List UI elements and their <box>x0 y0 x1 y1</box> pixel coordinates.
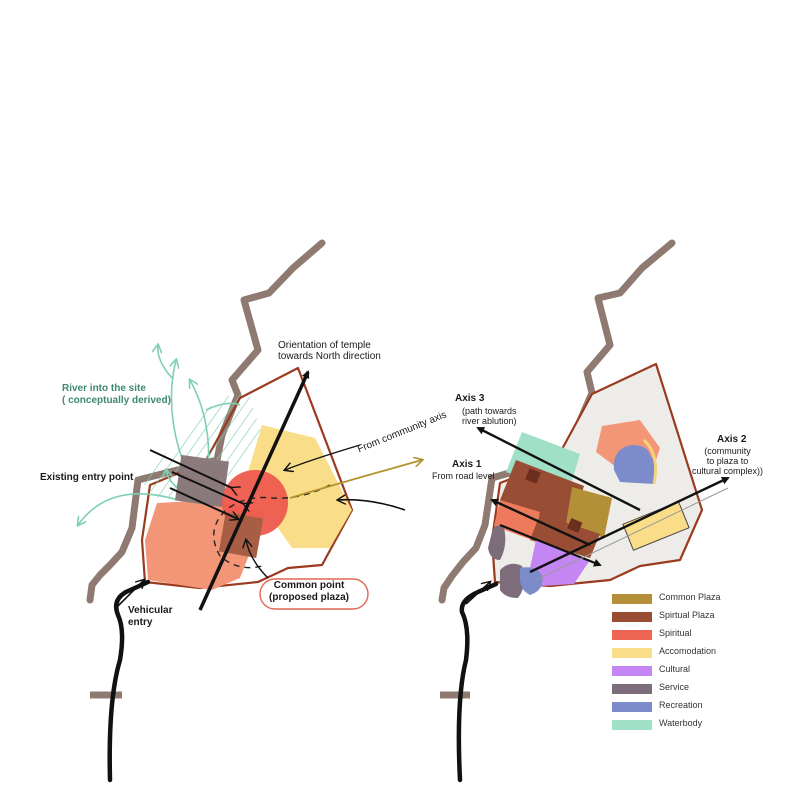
spirtual-plaza-zone <box>500 460 584 528</box>
axis1-title: Axis 1 <box>452 459 482 470</box>
legend-label: Recreation <box>659 700 703 710</box>
cultural-zone-right <box>530 540 590 586</box>
spiritual-zone-lower <box>494 500 540 540</box>
orientation-arrow <box>198 370 310 611</box>
legend-label: Service <box>659 682 690 692</box>
legend-label: Cultural <box>659 664 691 674</box>
orientation-label: Orientation of temple towards North dire… <box>278 340 381 362</box>
common-point-label: Common point (proposed plaza) <box>269 580 350 603</box>
legend-swatch <box>612 666 652 676</box>
vehicular-arrow-right <box>465 582 490 605</box>
axis2-title: Axis 2 <box>717 434 747 445</box>
legend-item: Service <box>612 682 772 696</box>
vehicular-entry-label: Vehicular entry <box>128 605 173 628</box>
river-arrow <box>78 493 179 525</box>
legend-item: Waterbody <box>612 718 772 732</box>
entry-arrow <box>169 487 238 519</box>
legend-swatch <box>612 684 652 694</box>
legend-item: Spiritual <box>612 628 772 642</box>
river-arrow <box>158 345 173 379</box>
axis3-title: Axis 3 <box>455 393 485 404</box>
legend-swatch <box>612 630 652 640</box>
community-axis-arrow <box>289 460 422 499</box>
river-arrow <box>205 402 241 411</box>
axis2-side <box>535 487 729 581</box>
service-zone-left <box>175 454 229 508</box>
right-site-diagram <box>438 239 730 783</box>
accomodation-zone-right <box>622 501 690 551</box>
plaza-pointer <box>246 540 269 579</box>
common-point-bubble <box>259 578 369 610</box>
entry-point-label: Existing entry point <box>40 472 134 483</box>
legend-label: Spiritual <box>659 628 692 638</box>
service-zone-right <box>500 563 525 598</box>
vehicular-arrow <box>117 580 144 607</box>
vehicular-entry-path <box>107 579 151 783</box>
entry-arrow <box>171 471 244 504</box>
legend-swatch <box>612 594 652 604</box>
service-zone-right <box>488 525 506 560</box>
legend-swatch <box>612 720 652 730</box>
left-site-diagram <box>78 239 422 783</box>
legend-swatch <box>612 612 652 622</box>
plaza-marker <box>525 468 541 484</box>
legend-label: Waterbody <box>659 718 703 728</box>
legend-item: Common Plaza <box>612 592 772 606</box>
recreation-zone-lower <box>520 567 543 595</box>
axis3-arrow <box>476 426 641 512</box>
community-pointer <box>285 444 361 470</box>
legend-swatch <box>612 702 652 712</box>
plaza-marker <box>567 518 583 533</box>
axis3-desc: (path towards river ablution) <box>462 406 517 426</box>
legend-label: Spirtual Plaza <box>659 610 715 620</box>
accent-curve <box>642 438 658 485</box>
legend-item: Recreation <box>612 700 772 714</box>
recreation-zone-right <box>613 445 657 484</box>
east-arrow <box>338 500 406 511</box>
legend-label: Common Plaza <box>659 592 721 602</box>
legend-label: Accomodation <box>659 646 717 656</box>
legend-swatch <box>612 648 652 658</box>
axis2-desc: (community to plaza to cultural complex)… <box>692 446 764 476</box>
legend-item: Cultural <box>612 664 772 678</box>
axis1-arrow <box>490 498 591 547</box>
axis2-arrow <box>529 476 730 574</box>
axis1-return <box>499 523 602 567</box>
legend-item: Accomodation <box>612 646 772 660</box>
vehicular-entry-path-right <box>456 581 499 783</box>
river-label: River into the site ( conceptually deriv… <box>62 383 171 406</box>
legend-item: Spirtual Plaza <box>612 610 772 624</box>
entry-arrow <box>149 449 232 488</box>
axis1-desc: From road level <box>432 471 495 481</box>
